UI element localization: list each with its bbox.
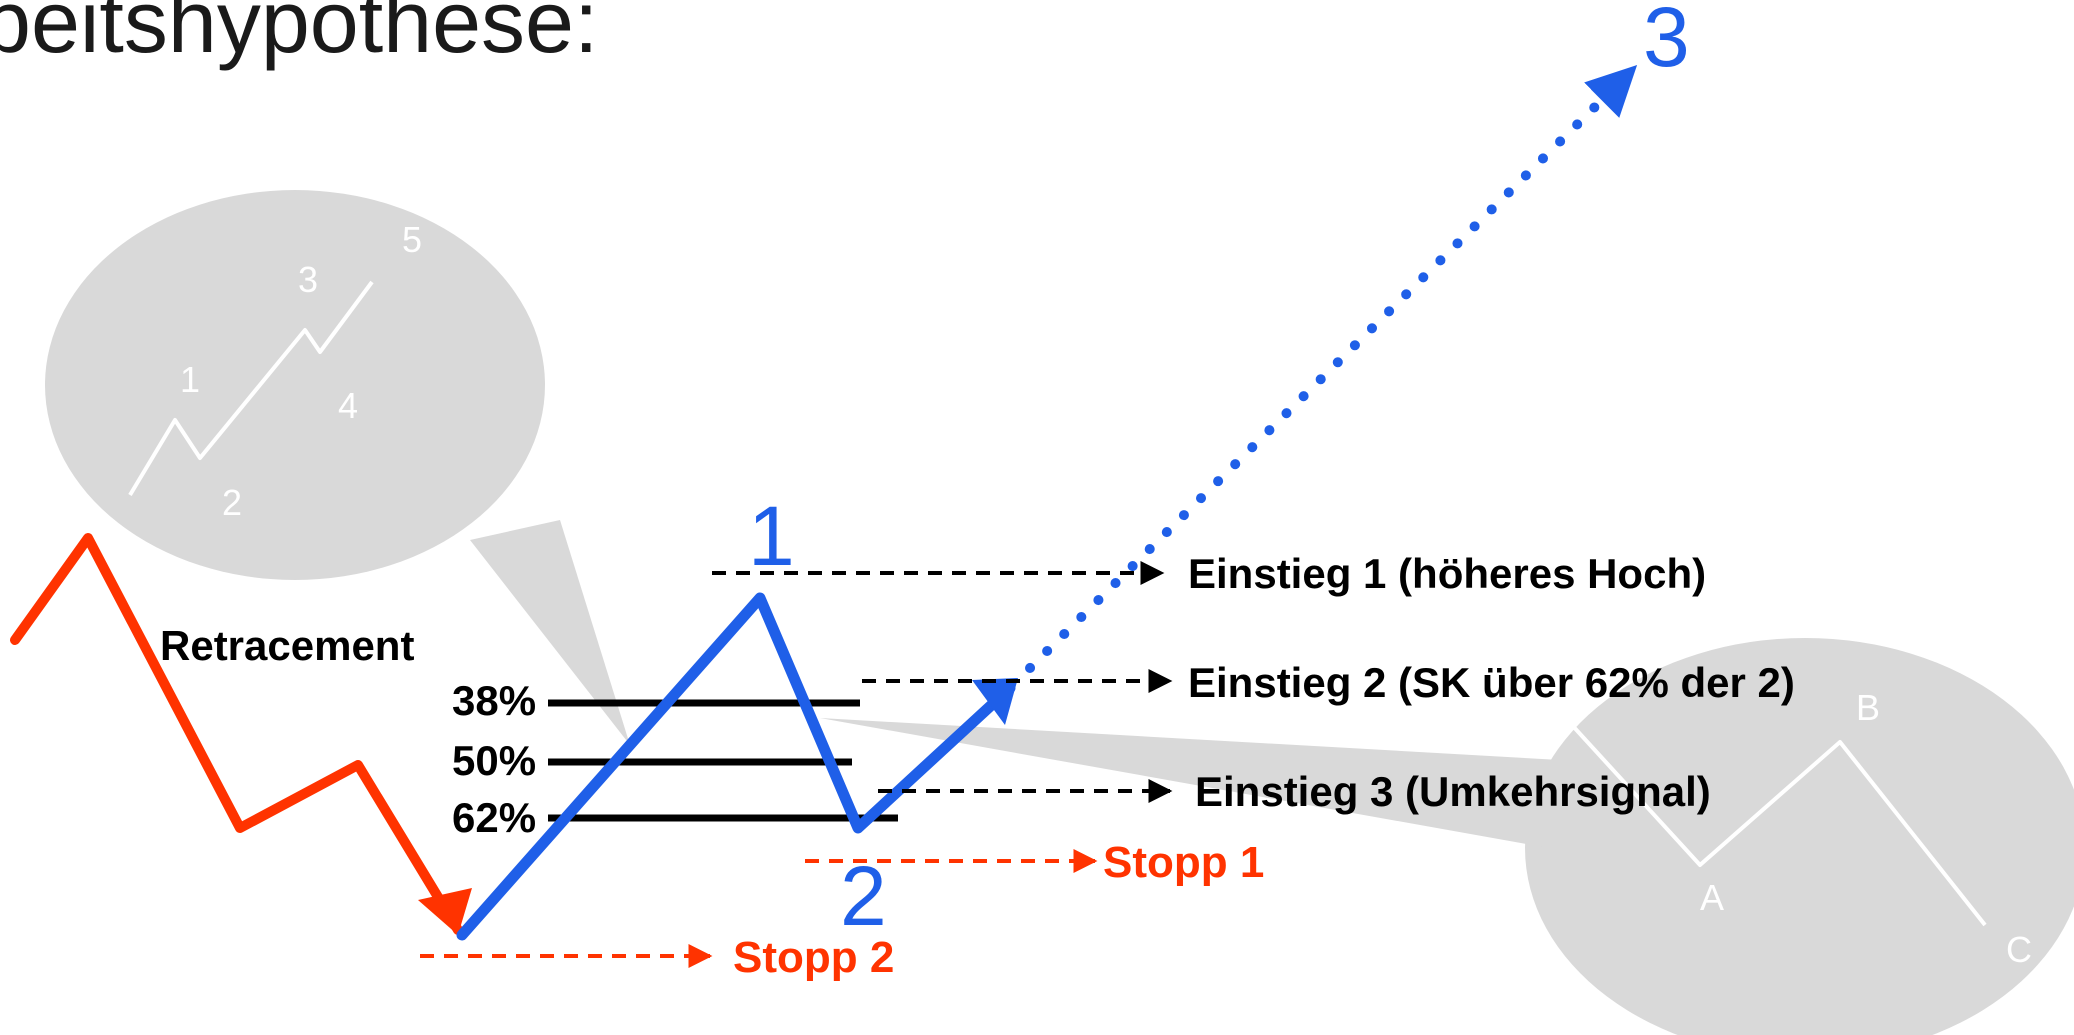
red-downtrend-line (10, 533, 463, 935)
retracement-level-62: 62% (452, 794, 536, 841)
bubble-right-label-a: A (1700, 877, 1724, 918)
bubble-right-label-b: B (1856, 687, 1880, 728)
bubble-right-tail (820, 718, 1560, 850)
blue-wave-1-2-line (456, 592, 1016, 941)
bubble-right-label-c: C (2006, 929, 2032, 970)
bubble-left-label-3: 3 (298, 259, 318, 300)
stop-1-label: Stopp 1 (1103, 838, 1264, 887)
bubble-right-body (1525, 638, 2074, 1035)
bubble-left-tail (470, 520, 630, 745)
bubble-left-label-1: 1 (180, 359, 200, 400)
retracement-level-50: 50% (452, 737, 536, 784)
bubble-left-label-5: 5 (402, 219, 422, 260)
stop-2-label: Stopp 2 (733, 933, 894, 982)
bubble-right-correction: A B C (820, 638, 2074, 1035)
wave-label-2: 2 (840, 849, 887, 943)
bubble-left-body (45, 190, 545, 580)
bubble-left-impulse-wave (128, 280, 374, 497)
bubble-left-label-4: 4 (338, 385, 358, 426)
wave-label-3: 3 (1643, 0, 1690, 84)
bubble-right-abc-wave (1558, 710, 1987, 927)
retracement-level-38: 38% (452, 677, 536, 724)
entry-2-label: Einstieg 2 (SK über 62% der 2) (1188, 659, 1795, 706)
entry-3-label: Einstieg 3 (Umkehrsignal) (1195, 768, 1711, 815)
wave-label-1: 1 (748, 489, 795, 583)
retracement-title: Retracement (160, 622, 414, 669)
page-title: beitshypothese: (0, 0, 598, 71)
bubble-left-label-2: 2 (222, 482, 242, 523)
blue-wave-arrowhead (972, 678, 1018, 725)
blue-projection-wave-3 (1025, 64, 1638, 673)
red-downtrend-arrowhead (418, 888, 472, 935)
entry-1-label: Einstieg 1 (höheres Hoch) (1188, 550, 1706, 597)
bubble-left-impulse: 1 2 3 4 5 (45, 190, 630, 745)
